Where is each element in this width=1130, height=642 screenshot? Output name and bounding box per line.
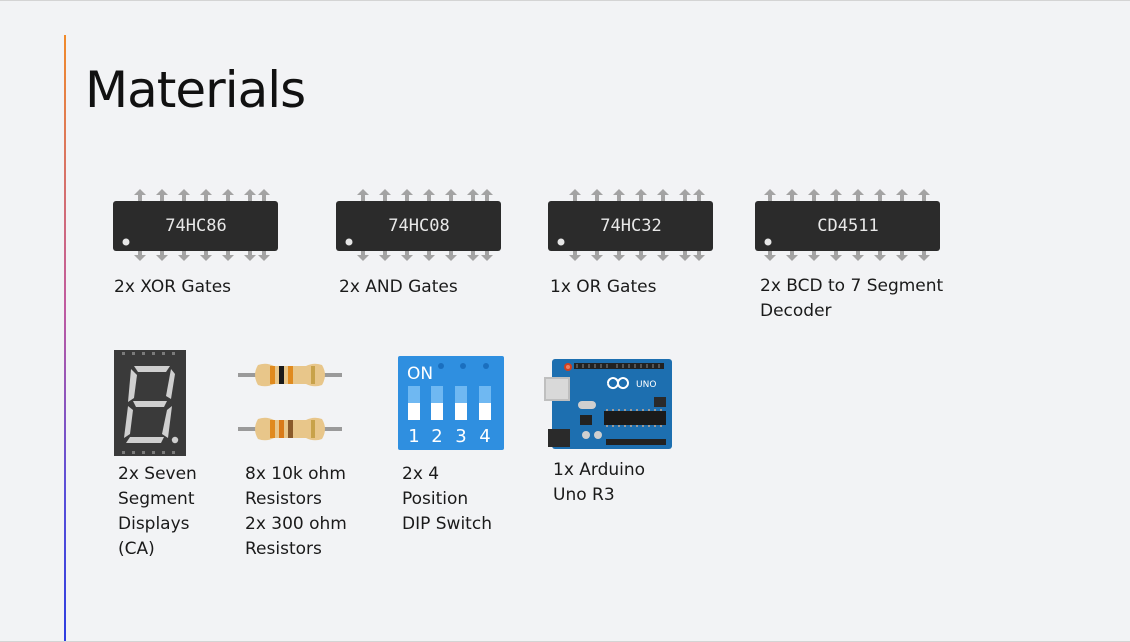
- caption-line: 1x Arduino: [553, 460, 646, 480]
- ic-chip-icon: CD4511: [755, 189, 940, 261]
- ic-chip-icon: 74HC86: [113, 189, 278, 261]
- caption-line: 1x OR Gates: [550, 277, 657, 297]
- resistors: [238, 359, 346, 449]
- dip-position-label: 2: [431, 426, 442, 447]
- chip-label: CD4511: [817, 216, 878, 236]
- chip-caption: 1x OR Gates: [550, 275, 656, 300]
- arduino-caption: 1x Arduino Uno R3: [553, 458, 645, 508]
- chip-74hc08: 74HC08: [335, 187, 503, 263]
- chip-74hc86: 74HC86: [112, 187, 280, 263]
- chip-label: 74HC08: [388, 216, 449, 236]
- caption-line: Displays: [118, 514, 190, 534]
- chip-caption: 2x AND Gates: [339, 275, 458, 300]
- resistor-icon: [238, 363, 342, 441]
- chip-caption: 2x BCD to 7 Segment Decoder: [760, 274, 943, 324]
- chip-label: 74HC32: [600, 216, 661, 236]
- chip-label: 74HC86: [165, 216, 226, 236]
- caption-line: (CA): [118, 539, 155, 559]
- page-title: Materials: [85, 61, 306, 119]
- arduino-logo-text: UNO: [636, 380, 656, 390]
- accent-bar: [64, 35, 66, 641]
- caption-line: 2x XOR Gates: [114, 277, 232, 297]
- dip-switch-caption: 2x 4 Position DIP Switch: [402, 462, 492, 537]
- caption-line: Resistors: [245, 489, 322, 509]
- dip-position-label: 1: [408, 426, 419, 447]
- caption-line: 2x BCD to 7 Segment: [760, 276, 944, 296]
- seven-segment-icon: [114, 350, 186, 456]
- chip-74hc32: 74HC32: [547, 187, 715, 263]
- seven-segment-display: [114, 350, 186, 456]
- caption-line: Uno R3: [553, 485, 615, 505]
- arduino-uno: UNO: [544, 357, 674, 451]
- ic-chip-icon: 74HC08: [336, 189, 501, 261]
- caption-line: 2x AND Gates: [339, 277, 458, 297]
- caption-line: DIP Switch: [402, 514, 492, 534]
- caption-line: Decoder: [760, 301, 832, 321]
- arduino-board-icon: UNO: [544, 359, 672, 449]
- caption-line: Segment: [118, 489, 195, 509]
- caption-line: 2x Seven: [118, 464, 197, 484]
- dip-switch-icon: ON 1 2 3 4: [398, 356, 504, 450]
- ic-chip-icon: 74HC32: [548, 189, 713, 261]
- dip-switch: ON 1 2 3 4: [398, 356, 504, 450]
- dip-position-label: 3: [455, 426, 466, 447]
- caption-line: Resistors: [245, 539, 322, 559]
- caption-line: Position: [402, 489, 469, 509]
- resistors-caption: 8x 10k ohm Resistors 2x 300 ohm Resistor…: [245, 462, 347, 562]
- chip-cd4511: CD4511: [754, 187, 942, 263]
- chip-caption: 2x XOR Gates: [114, 275, 231, 300]
- dip-on-label: ON: [407, 364, 433, 384]
- caption-line: 2x 4: [402, 464, 440, 484]
- caption-line: 2x 300 ohm: [245, 514, 347, 534]
- caption-line: 8x 10k ohm: [245, 464, 346, 484]
- dip-position-label: 4: [479, 426, 490, 447]
- seven-segment-caption: 2x Seven Segment Displays (CA): [118, 462, 197, 562]
